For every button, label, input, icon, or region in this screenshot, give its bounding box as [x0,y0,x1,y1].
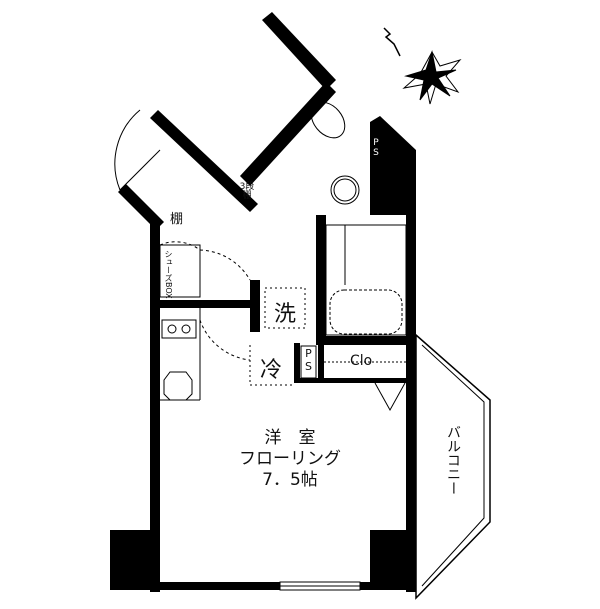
pipe-space-upper-label: PS [371,138,381,158]
shelf-label: 棚 [170,212,184,227]
walls [110,12,416,592]
room-size-label: 7．5帖 [262,470,318,490]
shelf-3tier-label: 3段棚 [239,182,255,201]
compass-rose-icon [383,27,462,105]
washer-space-label: 洗 [274,302,297,327]
pipe-space-label: PS [302,347,315,373]
balcony-label: バルコニー [445,425,461,495]
closet-label: Clo [350,353,373,369]
flooring-label: フローリング [239,449,341,469]
room-name-label: 洋 室 [264,428,316,448]
shoe-box-label: シューズBOX [164,250,173,299]
fixtures [114,101,491,600]
fridge-space-label: 冷 [260,358,283,383]
